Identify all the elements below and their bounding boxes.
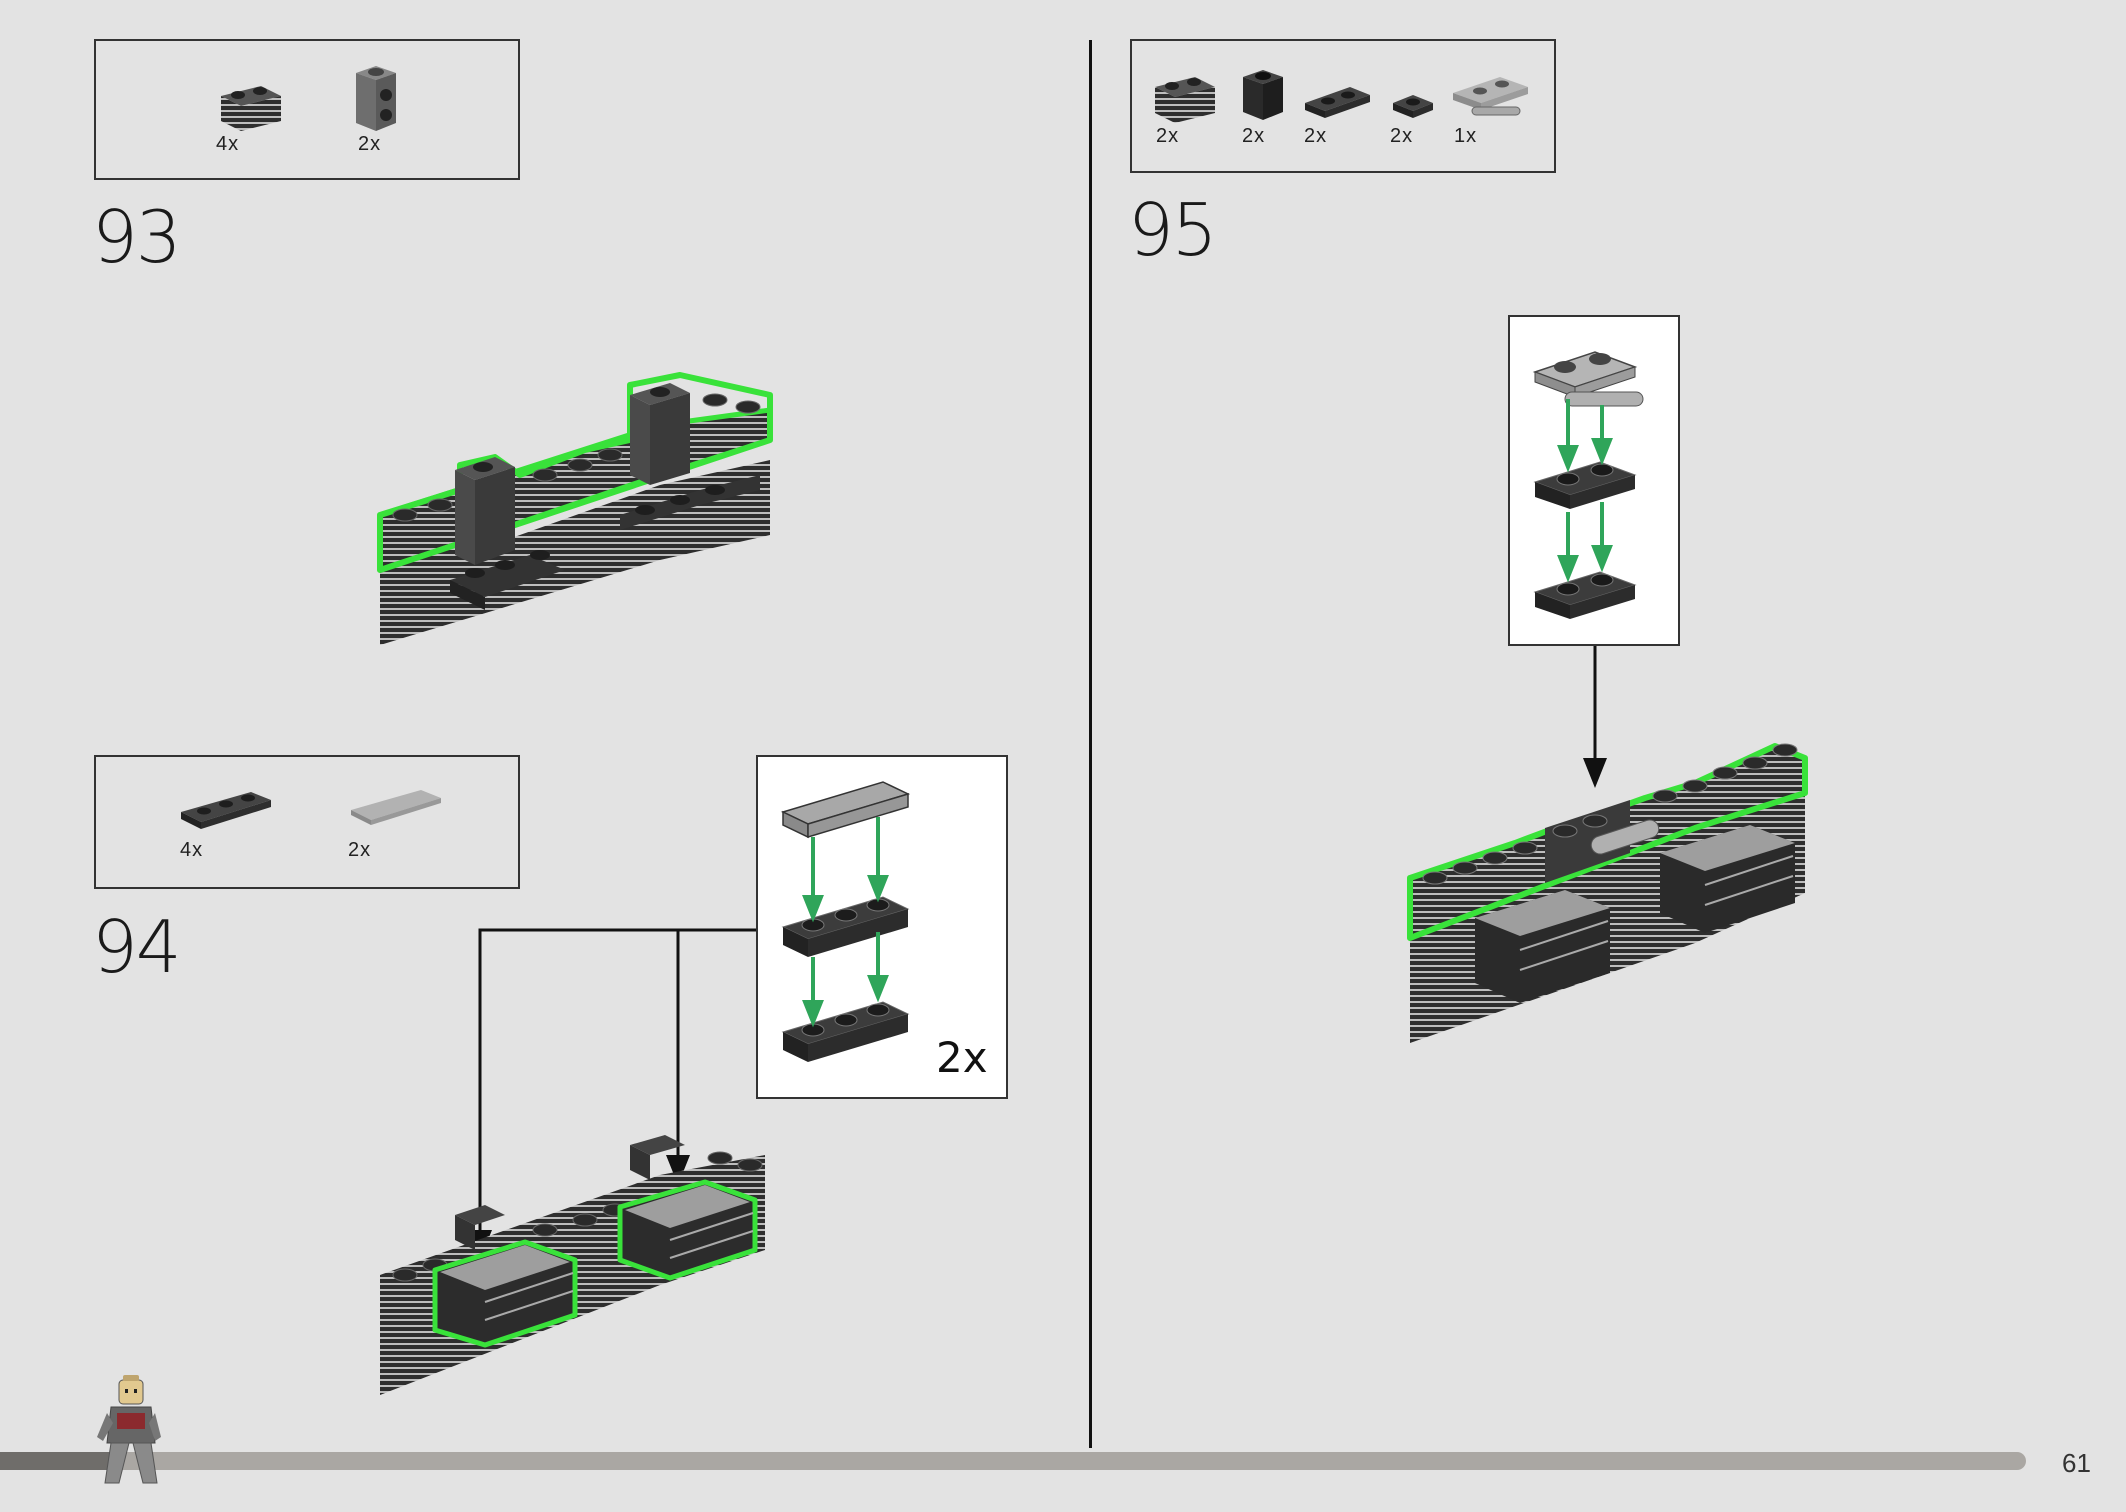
sub-assembly-illustration [780, 781, 911, 1062]
plate-1x3-dark-icon [181, 792, 271, 829]
part-qty: 1x [1454, 125, 1478, 147]
part-qty: 4x [216, 133, 240, 155]
sub-assembly-callout [1508, 315, 1680, 646]
plate-1x2-dark-icon [1305, 87, 1370, 118]
progress-bar [0, 1452, 2026, 1470]
part-qty: 4x [180, 839, 204, 861]
progress-bar-fill [0, 1452, 122, 1470]
page-divider [1089, 40, 1092, 1448]
brick-1x2-grille-dark-icon [1155, 77, 1215, 123]
step-95-assembly-illustration [1407, 743, 1808, 1043]
part-qty: 2x [1390, 125, 1414, 147]
parts-list-step-95: 2x 2x 2x 2x 1x [1130, 39, 1556, 173]
callout-pointer-line [1583, 646, 1607, 788]
part-qty: 2x [358, 133, 382, 155]
step-94-assembly-illustration [380, 1135, 765, 1395]
part-qty: 2x [348, 839, 372, 861]
sub-assembly-illustration [1532, 351, 1644, 619]
page-number: 61 [2062, 1448, 2091, 1478]
part-qty: 2x [1242, 125, 1266, 147]
step-93-assembly-illustration [377, 372, 773, 645]
part-qty: 2x [1304, 125, 1328, 147]
plate-1x1-dark-icon [1393, 95, 1433, 118]
sub-assembly-callout: 2x [756, 755, 1008, 1099]
part-qty: 2x [1156, 125, 1180, 147]
parts-list-step-94: 4x 2x [94, 755, 520, 889]
brick-1x1-dark-icon [1243, 70, 1283, 120]
tile-1x3-light-gray-icon [351, 790, 441, 825]
step-number: 94 [92, 905, 182, 989]
callout-multiplier: 2x [936, 1033, 988, 1082]
brick-1x2-grille-dark-icon [221, 86, 281, 131]
step-number: 95 [1128, 188, 1218, 272]
minifigure-progress-marker [97, 1375, 161, 1484]
parts-list-step-93: 4x 2x [94, 39, 520, 180]
step-number: 93 [92, 195, 182, 279]
brick-1x1-side-studs-gray-icon [356, 66, 396, 131]
plate-1x2-clip-bar-light-gray-icon [1453, 77, 1528, 116]
